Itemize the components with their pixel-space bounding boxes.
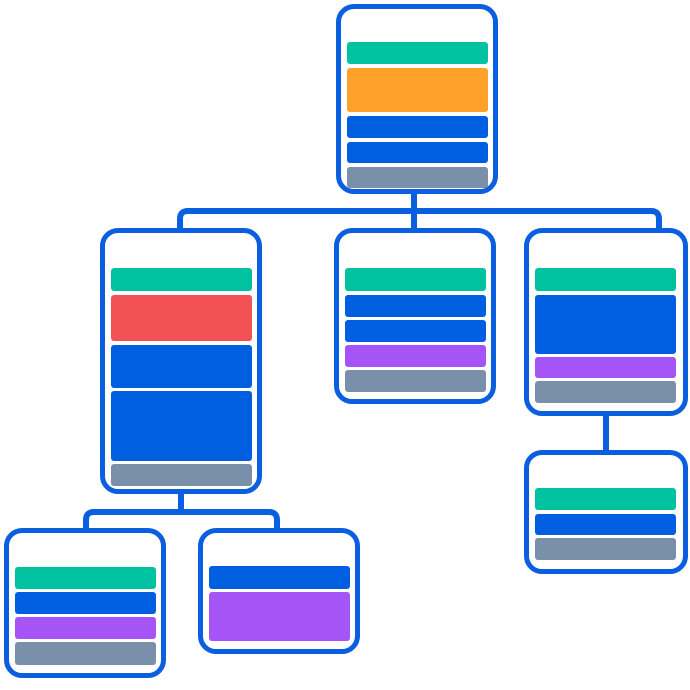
node-middle-blue-block-1 — [345, 295, 486, 317]
node-bottom-middle-purple-block — [209, 592, 350, 641]
node-right-purple-block — [535, 357, 676, 378]
connector-root-children — [177, 189, 662, 233]
node-root — [336, 4, 498, 194]
node-bottom-middle — [198, 528, 360, 654]
node-left-blue-block-1 — [111, 345, 252, 388]
node-bottom-left-gray-block — [15, 642, 156, 665]
node-left-header-block — [111, 268, 252, 291]
node-middle-purple-block — [345, 345, 486, 367]
node-bottom-left-header-block — [15, 567, 156, 589]
node-middle-blue-block-2 — [345, 320, 486, 342]
node-left-gray-block — [111, 464, 252, 486]
node-right-child-blue-block — [535, 514, 676, 535]
node-root-header-block — [347, 42, 488, 64]
node-root-gray-block — [347, 167, 488, 188]
node-middle-header-block — [345, 268, 486, 291]
node-right-blue-block — [535, 295, 676, 354]
node-bottom-left — [4, 528, 166, 678]
node-left — [100, 228, 262, 494]
node-right — [524, 228, 688, 416]
node-bottom-middle-blue-block — [209, 566, 350, 589]
connector-left-children — [83, 489, 280, 533]
node-left-blue-block-2 — [111, 391, 252, 461]
node-left-red-block — [111, 295, 252, 341]
node-right-child — [524, 450, 688, 574]
node-right-child-header-block — [535, 488, 676, 510]
node-right-header-block — [535, 268, 676, 291]
node-bottom-left-blue-block — [15, 592, 156, 614]
node-right-child-gray-block — [535, 538, 676, 560]
node-bottom-left-purple-block — [15, 617, 156, 639]
node-middle — [334, 228, 496, 404]
node-root-blue-block-1 — [347, 116, 488, 138]
node-middle-gray-block — [345, 370, 486, 392]
node-root-orange-block — [347, 68, 488, 112]
node-root-blue-block-2 — [347, 142, 488, 163]
node-right-gray-block — [535, 381, 676, 403]
